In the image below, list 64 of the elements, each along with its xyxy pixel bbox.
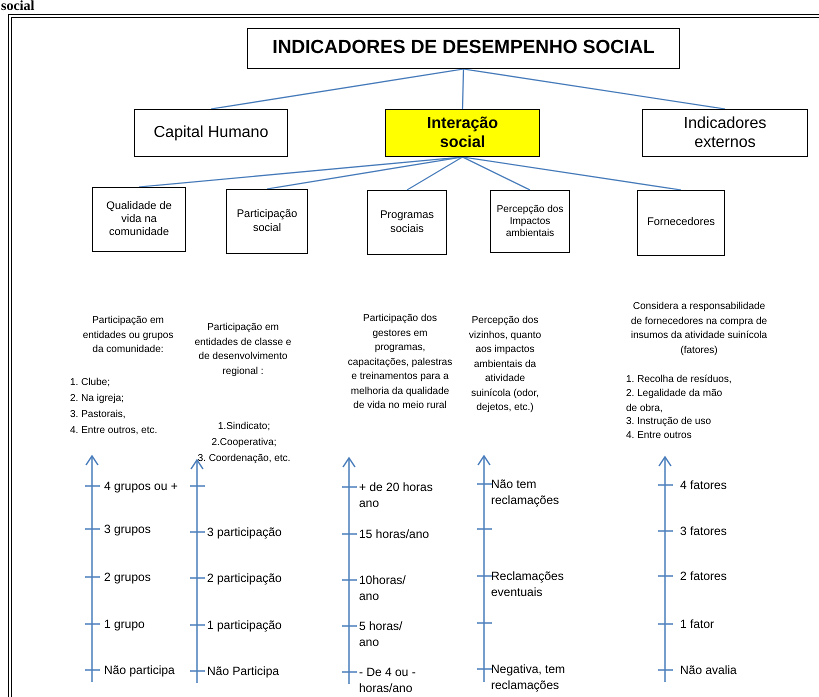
description-text: Percepção dos vizinhos, quanto aos impactos ambientais da atividade suinícola (odor, dejetos, etc.) (468, 314, 542, 415)
scale-label: - De 4 ou - horas/ano (359, 664, 417, 696)
scale-label: 2 participação (207, 570, 283, 586)
description-text: 3. Pastorais, (70, 408, 127, 422)
box-label: Percepção dos Impactos ambientais (496, 204, 564, 240)
description-text: 1. Clube; (70, 376, 112, 390)
category-box (367, 190, 447, 255)
box-label: Participação social (236, 208, 298, 235)
scale-label: + de 20 horas ano (359, 479, 434, 511)
connector-line (463, 68, 726, 110)
description-text: 2. Na igreja; (70, 392, 125, 406)
scale-label: 4 grupos ou + (104, 478, 179, 494)
connector-line (462, 156, 530, 191)
category-box (134, 109, 288, 157)
box-label: Capital Humano (154, 123, 268, 143)
description-text: 4. Entre outros (626, 429, 693, 443)
scale-label: 2 fatores (680, 568, 728, 584)
connector-line (266, 156, 463, 190)
category-box (637, 190, 725, 256)
box-label: Indicadores externos (682, 114, 768, 152)
box-label: Interação social (426, 114, 500, 152)
scale-label: Negativa, tem reclamações (491, 661, 566, 693)
description-text: Considera a responsabilidade de fornecedores na compra de insumos da atividade suinícola (fatores) (630, 300, 768, 358)
scale-label: 3 fatores (680, 523, 728, 539)
connector-line (462, 68, 464, 110)
box-label: Fornecedores (647, 216, 715, 230)
description-text: Participação em entidades ou grupos da comunidade: (82, 314, 174, 357)
scale-label: Não avalia (680, 662, 738, 678)
scale-label: Não participa (104, 662, 176, 678)
description-text: 1.Sindicato; (216, 420, 272, 434)
description-text: 2.Cooperativa; (210, 436, 278, 450)
description-text: 1. Recolha de resíduos, (626, 373, 733, 387)
scale-label: 1 grupo (104, 616, 146, 632)
scale-label: 3 grupos (104, 521, 152, 537)
caption-fragment: social (1, 0, 36, 14)
description-text: 3. Coordenação, etc. (196, 452, 292, 466)
scale-label: 10horas/ ano (359, 572, 407, 604)
category-box (247, 28, 680, 69)
category-box (92, 187, 186, 252)
scale-label: Não Participa (207, 663, 280, 679)
category-box (226, 189, 308, 254)
connector-line (406, 156, 463, 191)
box-label: Qualidade de vida na comunidade (105, 200, 173, 240)
category-box (385, 109, 540, 157)
scale-label: 3 participação (207, 524, 283, 540)
description-text: 2. Legalidade da mão de obra, (626, 387, 724, 416)
box-label: INDICADORES DE DESEMPENHO SOCIAL (272, 37, 655, 60)
description-text: Participação dos gestores em programas, capacitações, palestras e treinamentos para a melhoria da qualidade de vida no meio rural (346, 312, 454, 413)
connector-line (462, 156, 682, 191)
scale-label: 5 horas/ ano (359, 618, 404, 650)
description-text: Participação em entidades de classe e de desenvolvimento regional : (194, 321, 292, 378)
scale-label: 1 participação (207, 617, 283, 633)
description-text: 3. Instrução de uso (626, 415, 712, 429)
connector-line (210, 68, 464, 110)
scale-label: 4 fatores (680, 477, 728, 493)
scale-label: 15 horas/ano (359, 526, 430, 542)
description-text: 4. Entre outros, etc. (70, 424, 158, 438)
category-box (642, 109, 808, 157)
box-label: Programas sociais (379, 209, 435, 236)
category-box (490, 190, 570, 253)
scale-label: 2 grupos (104, 569, 152, 585)
scale-label: 1 fator (680, 616, 716, 632)
scale-label: Reclamações eventuais (491, 568, 565, 600)
scale-label: Não tem reclamações (491, 476, 560, 508)
